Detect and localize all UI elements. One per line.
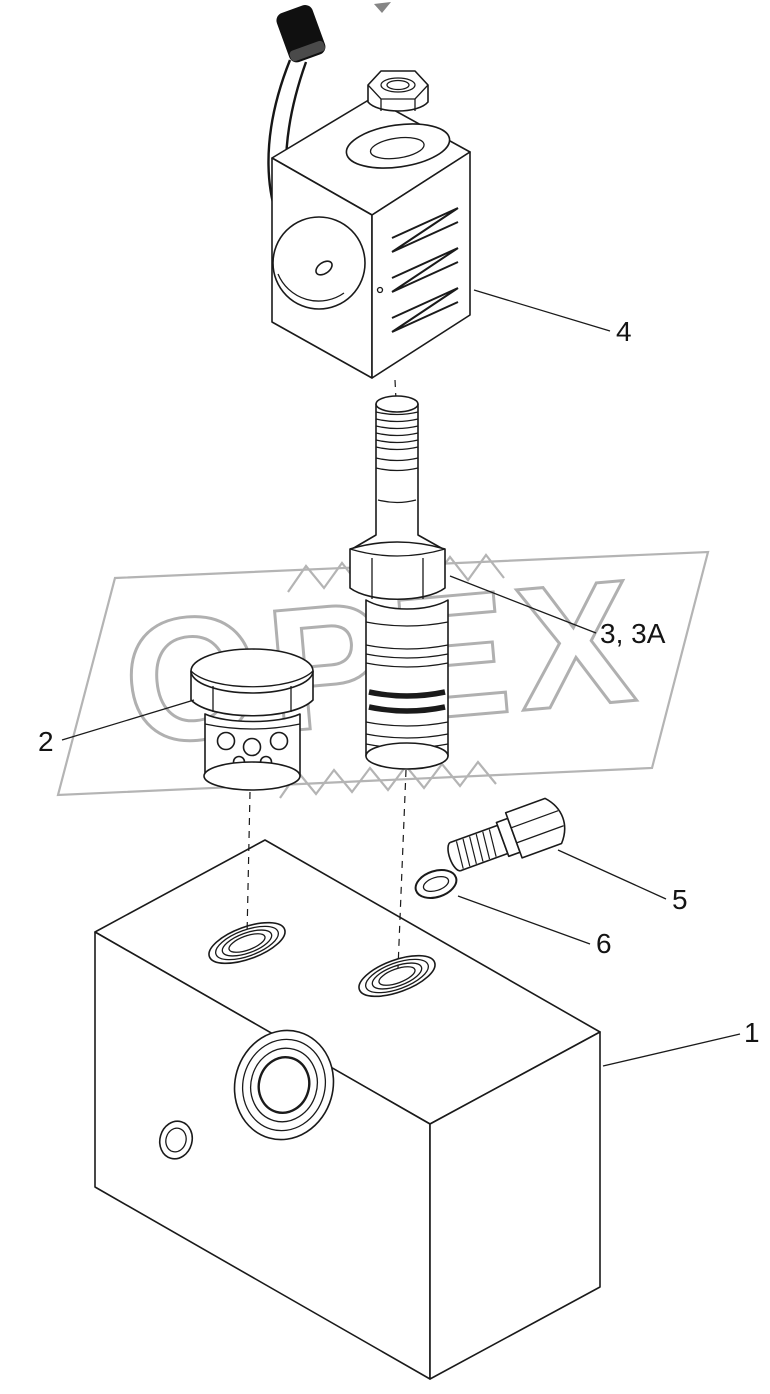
part-label-4: 4: [616, 316, 632, 347]
leader-line-3: [449, 575, 597, 634]
plug-hex-head: [190, 648, 314, 717]
coil-pin-dot: [376, 286, 384, 294]
pilot-plug: [190, 648, 314, 791]
block-right-face: [429, 1031, 601, 1380]
coil-mounting-nut: [367, 70, 429, 112]
valve-hex-nut: [349, 541, 446, 600]
valve-stem: [351, 395, 444, 553]
plug-body: [203, 713, 301, 791]
leader-line-1: [602, 1033, 741, 1067]
leader-line-2: [61, 699, 195, 741]
callouts: 4 3, 3A 2 5 6 1: [38, 289, 760, 1067]
part-label-2: 2: [38, 726, 54, 757]
leader-line-6: [457, 895, 591, 945]
top-port-right: [358, 954, 436, 998]
watermark-border: [56, 550, 710, 797]
part-label-5: 5: [672, 884, 688, 915]
solenoid-coil: [267, 4, 471, 379]
leader-line-5: [557, 849, 667, 900]
leader-line-4: [473, 289, 611, 332]
cartridge-valve: [349, 395, 449, 770]
plug-threads: [455, 829, 497, 869]
hex-plug: [447, 797, 566, 872]
part-label-6: 6: [596, 928, 612, 959]
gear-teeth-bottom-icon: [279, 760, 497, 799]
manifold-block: [94, 839, 601, 1380]
front-port-large: [233, 1029, 335, 1141]
scan-artifact: [374, 2, 391, 13]
coil-top-boss: [345, 123, 451, 169]
part-label-1: 1: [744, 1017, 760, 1048]
o-ring: [414, 869, 458, 899]
centerline-left: [246, 791, 251, 937]
top-port-left: [208, 921, 286, 965]
front-port-small: [158, 1120, 194, 1160]
wire-connector: [276, 4, 326, 63]
coil-bore: [272, 216, 366, 310]
part-label-3: 3, 3A: [600, 618, 666, 649]
coil-winding-slots: [391, 207, 459, 333]
valve-body: [365, 599, 449, 770]
